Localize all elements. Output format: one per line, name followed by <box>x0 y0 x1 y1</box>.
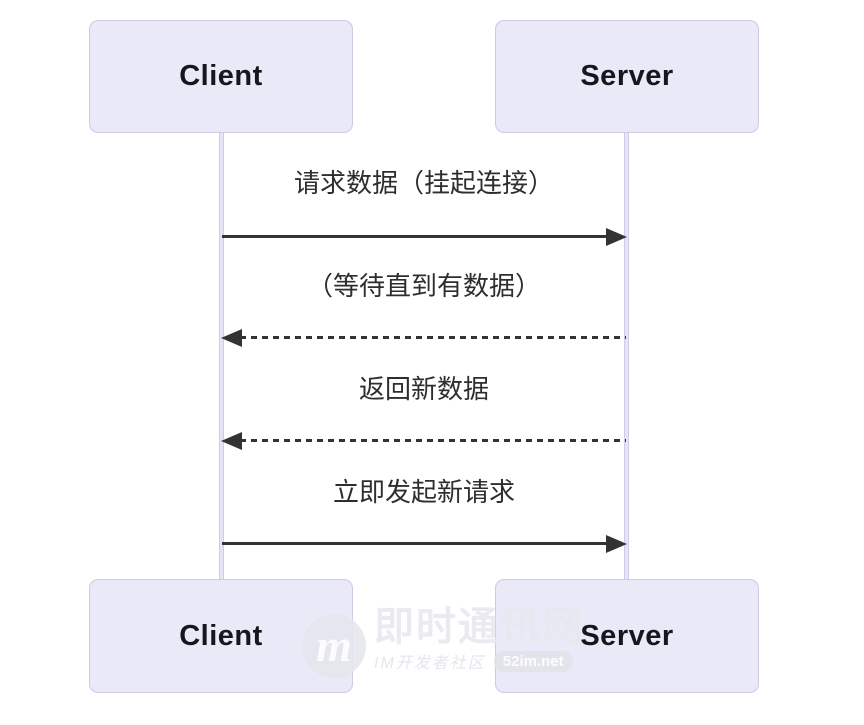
arrow-client-to-server-solid <box>221 226 627 246</box>
arrow-line <box>222 235 608 238</box>
arrow-line <box>240 439 626 442</box>
lifeline-client <box>219 133 224 579</box>
arrowhead-left-icon <box>221 328 242 347</box>
arrowhead-right-icon <box>606 227 627 246</box>
message-label-wait-for-data: （等待直到有数据） <box>306 271 541 301</box>
actor-box-client-bottom: Client <box>89 579 353 693</box>
arrow-server-to-client-dashed <box>221 327 627 347</box>
actor-label-client: Client <box>179 60 263 92</box>
arrowhead-right-icon <box>606 534 627 553</box>
arrow-line <box>240 336 626 339</box>
watermark-subtitle: IM开发者社区 <box>374 655 486 672</box>
message-label-request-data: 请求数据（挂起连接） <box>293 168 554 198</box>
arrowhead-left-icon <box>221 431 242 450</box>
message-label-return-new-data: 返回新数据 <box>358 374 489 404</box>
arrow-line <box>222 542 608 545</box>
actor-box-client-top: Client <box>89 20 353 133</box>
actor-box-server-bottom: Server <box>495 579 759 693</box>
message-label-new-request: 立即发起新请求 <box>332 477 515 507</box>
actor-label-server: Server <box>580 619 674 652</box>
arrow-client-to-server-solid <box>221 533 627 553</box>
arrow-server-to-client-dashed <box>221 430 627 450</box>
actor-label-client: Client <box>179 619 263 652</box>
lifeline-server <box>624 133 629 579</box>
actor-box-server-top: Server <box>495 20 759 133</box>
actor-label-server: Server <box>580 60 674 92</box>
